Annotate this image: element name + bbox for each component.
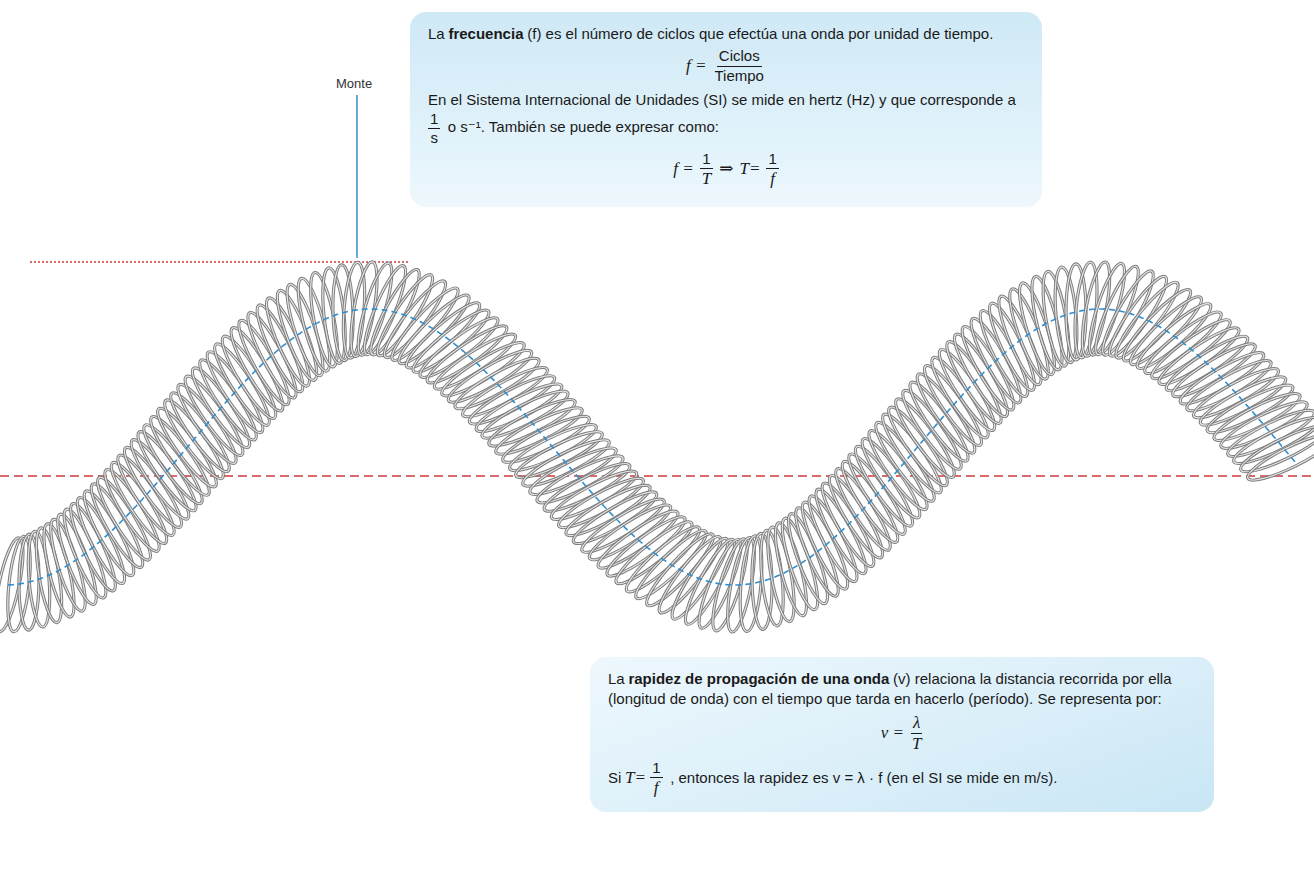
- text-paragraph: SiT=1f, entonces la rapidez es v = λ · f…: [608, 760, 1196, 798]
- fraction-numerator: Ciclos: [717, 48, 762, 67]
- formula-row: f =1T⇒T=1f: [428, 151, 1024, 189]
- fraction-numerator: 1: [428, 111, 440, 130]
- box-text: v =: [881, 722, 904, 745]
- coil-highlight: [1236, 419, 1314, 479]
- wave-center-line: [8, 309, 1296, 585]
- box-text: T=: [625, 768, 646, 787]
- fraction: 1f: [650, 760, 666, 798]
- fraction: λT: [910, 714, 923, 754]
- box-text: f =: [673, 158, 693, 181]
- formula-row: v = λT: [608, 714, 1196, 754]
- fraction-numerator: λ: [911, 714, 922, 735]
- box-text: , entonces la rapidez es v = λ · f (en e…: [670, 769, 1057, 786]
- fraction-numerator: 1: [766, 151, 778, 170]
- coil-outline: [1236, 419, 1314, 479]
- box-text: f =: [686, 55, 706, 78]
- fraction: 1s: [428, 111, 444, 147]
- fraction-numerator: 1: [700, 151, 712, 170]
- text-paragraph: En el Sistema Internacional de Unidades …: [428, 90, 1024, 146]
- part-label: Monte: [336, 76, 372, 91]
- text-paragraph: Larapidez de propagación de una onda(v) …: [608, 669, 1196, 710]
- spring-coil: [1244, 427, 1314, 487]
- info-box: Lafrecuencia(f) es el número de ciclos q…: [410, 12, 1042, 207]
- fraction-denominator: f: [768, 169, 777, 189]
- box-text: En el Sistema Internacional de Unidades …: [428, 91, 1016, 108]
- coil-highlight: [1244, 427, 1314, 487]
- box-text: La: [608, 670, 625, 687]
- info-box: Larapidez de propagación de una onda(v) …: [590, 657, 1214, 812]
- spring-coil: [1236, 419, 1314, 479]
- fraction-numerator: 1: [650, 760, 662, 779]
- box-text: o s⁻¹. También se puede expresar como:: [448, 118, 719, 135]
- box-text: La: [428, 25, 445, 42]
- leader-line: [356, 95, 358, 258]
- fraction-denominator: s: [428, 129, 440, 147]
- fraction-denominator: f: [652, 778, 661, 798]
- formula-row: f = CiclosTiempo: [428, 48, 1024, 84]
- fraction: 1f: [766, 151, 778, 189]
- box-text: Si: [608, 769, 621, 786]
- crest-dotted-line: [30, 261, 408, 263]
- slinky-spring: [0, 260, 1314, 634]
- box-text: (f) es el número de ciclos que efectúa u…: [527, 25, 993, 42]
- fraction: 1T: [700, 151, 713, 189]
- box-text: frecuencia: [448, 25, 523, 42]
- fraction-denominator: T: [700, 169, 713, 189]
- box-text: T=: [739, 158, 760, 181]
- coil-outline: [1244, 427, 1314, 487]
- box-text: rapidez de propagación de una onda: [628, 670, 889, 687]
- fraction-denominator: T: [910, 734, 923, 754]
- text-paragraph: Lafrecuencia(f) es el número de ciclos q…: [428, 24, 1024, 44]
- fraction-denominator: Tiempo: [712, 67, 765, 85]
- fraction: CiclosTiempo: [712, 48, 765, 84]
- box-text: ⇒: [719, 158, 733, 181]
